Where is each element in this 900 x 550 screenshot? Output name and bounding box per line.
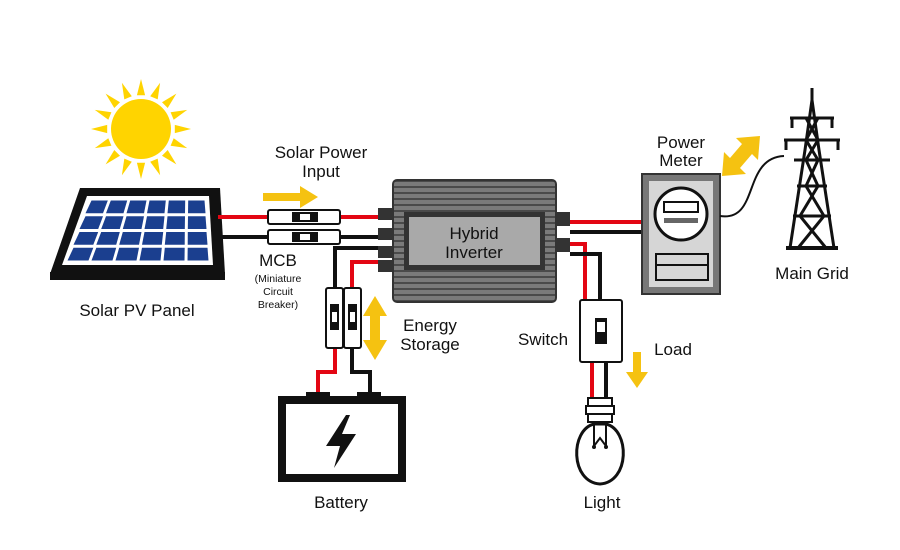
sun-ray (170, 138, 188, 149)
panel-cell (163, 247, 185, 261)
sun-ray (150, 158, 161, 176)
light-switch-icon (579, 299, 623, 363)
panel-cell (187, 232, 208, 245)
battery-label: Battery (314, 493, 368, 512)
energy-storage-label-line2: Storage (400, 335, 460, 354)
solar-mcb (267, 209, 341, 245)
lightning-bolt-icon (326, 415, 356, 468)
panel-cell (101, 216, 124, 229)
sun-ray (94, 109, 112, 120)
panel-cell (91, 247, 117, 261)
power-meter-label-line1: Power (657, 133, 706, 152)
panel-cell (139, 247, 162, 261)
panel-cell (166, 216, 185, 229)
panel-cell (147, 200, 166, 214)
light-bulb-icon (575, 397, 625, 486)
inverter-label-line2: Inverter (445, 243, 503, 262)
solar-panel-icon (50, 188, 225, 280)
panel-cell (187, 247, 209, 261)
switch-label: Switch (518, 330, 568, 349)
battery-wires (316, 246, 380, 398)
sun-ray (170, 109, 188, 120)
panel-cell (144, 216, 165, 229)
battery-icon (278, 392, 406, 482)
solar-panel-label: Solar PV Panel (79, 301, 194, 320)
energy-storage-label-line1: Energy (403, 316, 457, 335)
panel-cell (85, 200, 108, 214)
load-arrow (626, 352, 648, 388)
light-label: Light (584, 493, 621, 512)
sun-ray (121, 82, 132, 100)
sun-ray (136, 162, 146, 179)
panel-cell (122, 216, 144, 229)
panel-cell (188, 200, 206, 214)
panel-cell (119, 232, 142, 245)
battery-mcb (325, 287, 362, 349)
sun-icon (91, 79, 191, 179)
sun-ray (105, 150, 120, 165)
power-meter-icon (641, 173, 721, 295)
sun-ray (162, 93, 177, 108)
panel-cell (187, 216, 207, 229)
sun-ray (105, 93, 120, 108)
sun-ray (121, 158, 132, 176)
panel-cell (106, 200, 128, 214)
solar-input-label-line2: Input (302, 162, 340, 181)
panel-cell (164, 232, 185, 245)
panel-cell (126, 200, 147, 214)
grid-exchange-arrow (722, 136, 760, 176)
panel-cell (167, 200, 186, 214)
panel-cell (73, 232, 99, 245)
panel-cell (115, 247, 139, 261)
load-label: Load (654, 340, 692, 359)
mcb-label-line3: Breaker) (258, 299, 298, 311)
sun-ray (91, 124, 108, 134)
mcb-label-line1: (Miniature (255, 273, 302, 285)
sun-ray (94, 138, 112, 149)
transmission-tower-icon (784, 88, 840, 250)
hybrid-inverter (378, 179, 570, 303)
sun-ray (150, 82, 161, 100)
panel-cell (67, 247, 94, 261)
panel-cell (96, 232, 120, 245)
grid-wire (719, 155, 785, 218)
panel-cell (79, 216, 103, 229)
main-grid-label: Main Grid (775, 264, 849, 283)
panel-cell (142, 232, 164, 245)
sun-ray (162, 150, 177, 165)
inverter-label-line1: Hybrid (449, 224, 498, 243)
solar-input-label-line1: Solar Power (275, 143, 368, 162)
mcb-label: MCB (259, 251, 297, 270)
sun-ray (174, 124, 191, 134)
power-meter-label-line2: Meter (659, 151, 703, 170)
solar-input-arrow (263, 186, 318, 208)
mcb-label-line2: Circuit (263, 286, 293, 298)
energy-storage-arrow (363, 296, 387, 360)
sun-ray (136, 79, 146, 96)
grid-and-load-wires (570, 220, 642, 400)
